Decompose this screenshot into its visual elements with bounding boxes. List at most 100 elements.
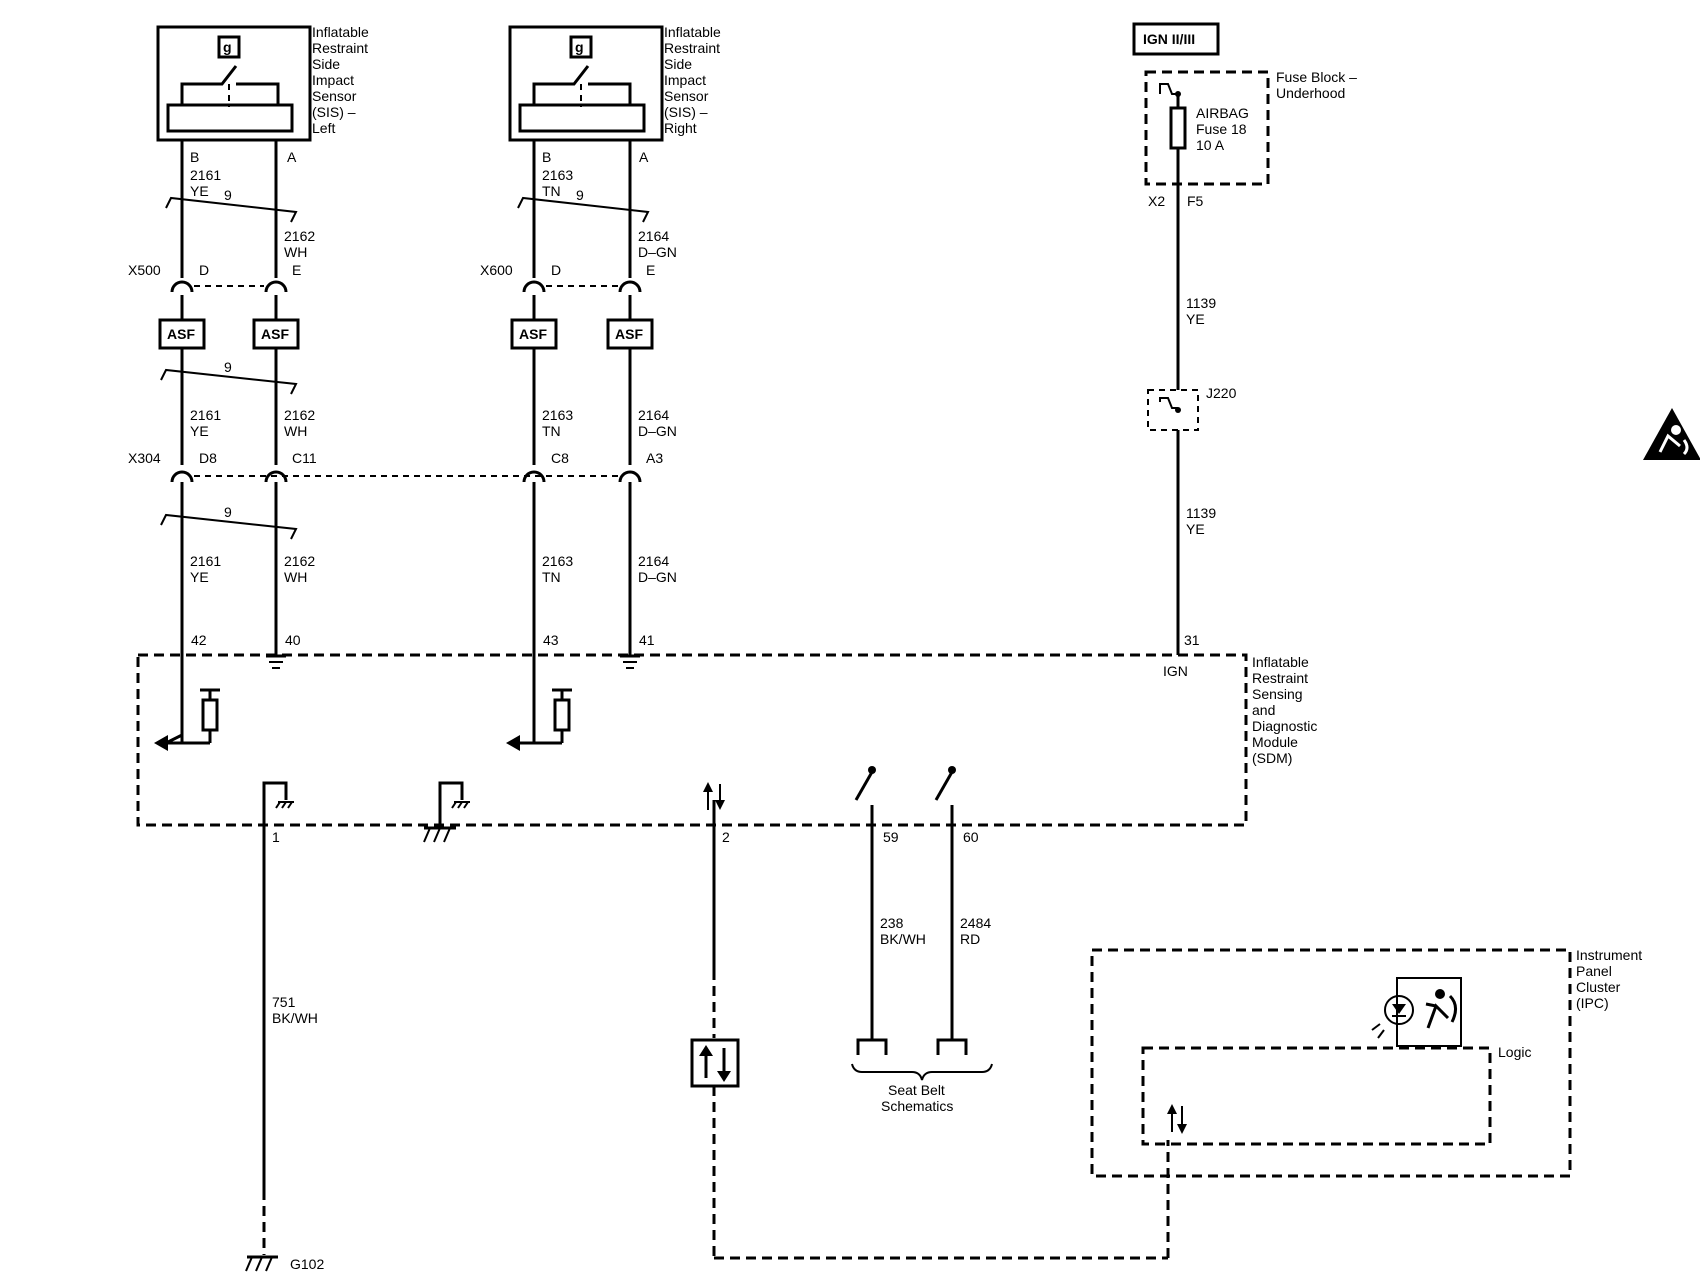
svg-text:1: 1 xyxy=(272,829,280,845)
sdm-module-box xyxy=(136,653,1248,827)
svg-text:WH: WH xyxy=(284,244,307,260)
svg-text:2161: 2161 xyxy=(190,407,221,423)
svg-text:2484: 2484 xyxy=(960,915,991,931)
splice-j220: J220 xyxy=(1147,385,1237,431)
svg-text:40: 40 xyxy=(285,632,301,648)
wire-serial-data xyxy=(712,825,1170,1260)
sdm-right-input-circuit xyxy=(506,688,572,751)
svg-text:Underhood: Underhood xyxy=(1276,85,1345,101)
sis-left-sensor: g xyxy=(156,25,312,142)
svg-text:D: D xyxy=(551,262,561,278)
svg-text:IGN: IGN xyxy=(1163,663,1188,679)
svg-text:E: E xyxy=(292,262,301,278)
sdm-pin1-ground xyxy=(262,781,294,825)
svg-text:D–GN: D–GN xyxy=(638,423,677,439)
sis-right-sensor: g xyxy=(508,25,664,142)
svg-text:Fuse 18: Fuse 18 xyxy=(1196,121,1247,137)
ipc-logic-data-arrows xyxy=(1167,1104,1187,1134)
svg-text:Cluster: Cluster xyxy=(1576,979,1621,995)
svg-text:D8: D8 xyxy=(199,450,217,466)
ipc-module-box xyxy=(1090,948,1572,1178)
svg-text:X500: X500 xyxy=(128,262,161,278)
wire-2484: 2484 RD xyxy=(950,825,991,1040)
svg-text:D: D xyxy=(199,262,209,278)
svg-text:2162: 2162 xyxy=(284,553,315,569)
svg-text:D–GN: D–GN xyxy=(638,244,677,260)
svg-text:2164: 2164 xyxy=(638,407,669,423)
svg-text:2163: 2163 xyxy=(542,167,573,183)
svg-text:(SIS) –: (SIS) – xyxy=(664,104,708,120)
svg-text:2163: 2163 xyxy=(542,553,573,569)
svg-text:ASF: ASF xyxy=(519,326,547,342)
sis-right-label: Inflatable Restraint Side Impact Sensor … xyxy=(664,24,721,136)
svg-text:C8: C8 xyxy=(551,450,569,466)
svg-text:Side: Side xyxy=(312,56,340,72)
sdm-pin60-switch xyxy=(934,766,956,825)
svg-text:YE: YE xyxy=(1186,521,1205,537)
wire-1139: 1139 YE 1139 YE xyxy=(1176,184,1216,655)
svg-text:Seat Belt: Seat Belt xyxy=(888,1082,945,1098)
svg-text:Impact: Impact xyxy=(664,72,706,88)
svg-text:2161: 2161 xyxy=(190,167,221,183)
svg-text:Restraint: Restraint xyxy=(664,40,720,56)
svg-text:9: 9 xyxy=(224,187,232,203)
fuse-block-box xyxy=(1144,70,1270,186)
svg-text:BK/WH: BK/WH xyxy=(880,931,926,947)
svg-text:Restraint: Restraint xyxy=(1252,670,1308,686)
wire-labels-lower: 2161 YE 2162 WH 2163 TN 2164 D–GN xyxy=(190,553,677,585)
svg-text:2163: 2163 xyxy=(542,407,573,423)
ipc-label: Instrument Panel Cluster (IPC) xyxy=(1576,947,1642,1011)
svg-text:and: and xyxy=(1252,702,1275,718)
svg-text:A3: A3 xyxy=(646,450,663,466)
sis-left-label: Inflatable Restraint Side Impact Sensor … xyxy=(312,24,369,136)
svg-text:9: 9 xyxy=(224,504,232,520)
sis-left-g-icon: g xyxy=(223,39,232,55)
svg-text:RD: RD xyxy=(960,931,980,947)
svg-text:2161: 2161 xyxy=(190,553,221,569)
sdm-pins-bottom: 1 2 59 60 xyxy=(272,829,979,845)
ign-power-box: IGN II/III xyxy=(1132,22,1220,56)
svg-text:60: 60 xyxy=(963,829,979,845)
svg-text:BK/WH: BK/WH xyxy=(272,1010,318,1026)
svg-text:2: 2 xyxy=(722,829,730,845)
svg-text:TN: TN xyxy=(542,569,561,585)
asf-boxes: ASF ASF ASF ASF xyxy=(158,318,654,350)
pin-right-b: B xyxy=(542,149,551,165)
svg-text:2162: 2162 xyxy=(284,228,315,244)
svg-text:D–GN: D–GN xyxy=(638,569,677,585)
wire-labels-middle: 2161 YE 2162 WH 2163 TN 2164 D–GN xyxy=(190,407,677,439)
ground-g102: G102 xyxy=(245,1255,324,1272)
ipc-logic-label: Logic xyxy=(1498,1044,1531,1060)
svg-text:Side: Side xyxy=(664,56,692,72)
sdm-case-ground xyxy=(423,781,470,843)
svg-text:Sensor: Sensor xyxy=(664,88,709,104)
svg-text:Fuse Block –: Fuse Block – xyxy=(1276,69,1357,85)
svg-text:YE: YE xyxy=(190,423,209,439)
svg-text:E: E xyxy=(646,262,655,278)
sis-right-g-icon: g xyxy=(575,39,584,55)
svg-text:43: 43 xyxy=(543,632,559,648)
svg-text:Module: Module xyxy=(1252,734,1298,750)
svg-text:Left: Left xyxy=(312,120,335,136)
svg-text:Inflatable: Inflatable xyxy=(312,24,369,40)
svg-text:ASF: ASF xyxy=(167,326,195,342)
svg-text:ASF: ASF xyxy=(615,326,643,342)
fuse-block-label: Fuse Block – Underhood xyxy=(1276,69,1357,101)
airbag-indicator-lamp xyxy=(1371,977,1462,1047)
svg-text:X2: X2 xyxy=(1148,193,1165,209)
svg-text:WH: WH xyxy=(284,569,307,585)
svg-text:1139: 1139 xyxy=(1186,295,1216,311)
wire-751: 751 BK/WH xyxy=(262,825,318,1255)
sdm-pins-top: 42 40 43 41 31 IGN xyxy=(191,632,1200,679)
fuse-block-pins: X2 F5 xyxy=(1148,193,1204,209)
airbag-warning-icon xyxy=(1643,408,1700,460)
svg-text:J220: J220 xyxy=(1206,385,1237,401)
svg-text:59: 59 xyxy=(883,829,899,845)
sdm-pin59-switch xyxy=(854,766,876,825)
connector-x600: X600 D E xyxy=(480,262,655,293)
twist-markers: 9 9 9 9 xyxy=(160,187,650,540)
svg-text:TN: TN xyxy=(542,183,561,199)
svg-text:YE: YE xyxy=(190,569,209,585)
svg-text:X304: X304 xyxy=(128,450,161,466)
